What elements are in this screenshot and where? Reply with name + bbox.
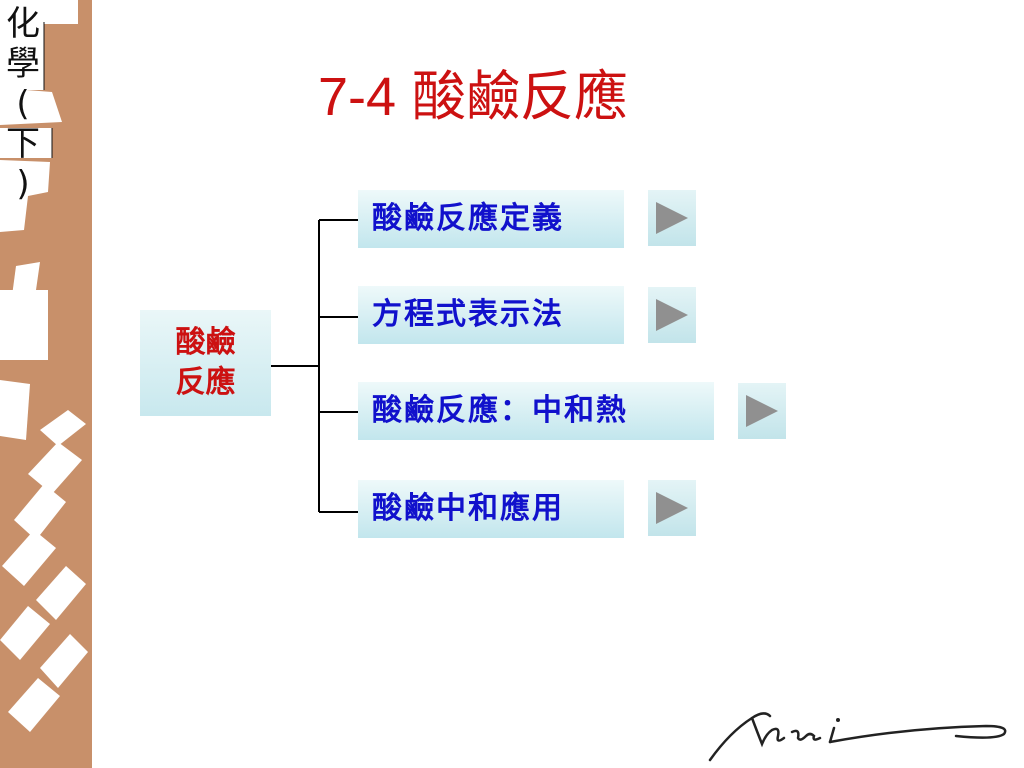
node-label: 酸鹼中和應用: [372, 491, 564, 526]
sidebar-title-char: ): [16, 164, 30, 204]
node-equation-notation[interactable]: 方程式表示法: [358, 286, 624, 344]
node-acid-base-definition[interactable]: 酸鹼反應定義: [358, 190, 624, 248]
node-neutralization-applications[interactable]: 酸鹼中和應用: [358, 480, 624, 538]
node-label: 方程式表示法: [372, 297, 564, 332]
play-triangle-icon: [656, 299, 688, 331]
sidebar-title-char: (: [16, 84, 30, 124]
root-node-line1: 酸鹼: [175, 325, 236, 360]
play-button-definition[interactable]: [648, 190, 696, 246]
bottle-pattern-icon: [0, 0, 88, 732]
node-label: 酸鹼反應定義: [372, 201, 564, 236]
play-button-heat[interactable]: [738, 383, 786, 439]
play-button-equation[interactable]: [648, 287, 696, 343]
sidebar-title: 化 學 ( 下 ): [2, 4, 44, 204]
play-triangle-icon: [656, 492, 688, 524]
slide-title-number: 7-4: [318, 67, 397, 127]
sidebar-title-char: 化: [6, 4, 40, 44]
play-button-applications[interactable]: [648, 480, 696, 536]
sidebar-title-char: 下: [6, 124, 40, 164]
node-heat-of-neutralization[interactable]: 酸鹼反應：中和熱: [358, 382, 714, 440]
play-triangle-icon: [656, 202, 688, 234]
sidebar-decoration: 化 學 ( 下 ): [0, 0, 92, 768]
node-label: 酸鹼反應：中和熱: [372, 393, 628, 428]
sidebar-title-char: 學: [6, 44, 40, 84]
root-node-line2: 反應: [175, 365, 236, 400]
slide-title-text: 酸鹼反應: [412, 65, 629, 128]
signature-logo-icon: [708, 712, 1007, 762]
root-node: 酸鹼 反應: [140, 310, 271, 416]
play-triangle-icon: [746, 395, 778, 427]
